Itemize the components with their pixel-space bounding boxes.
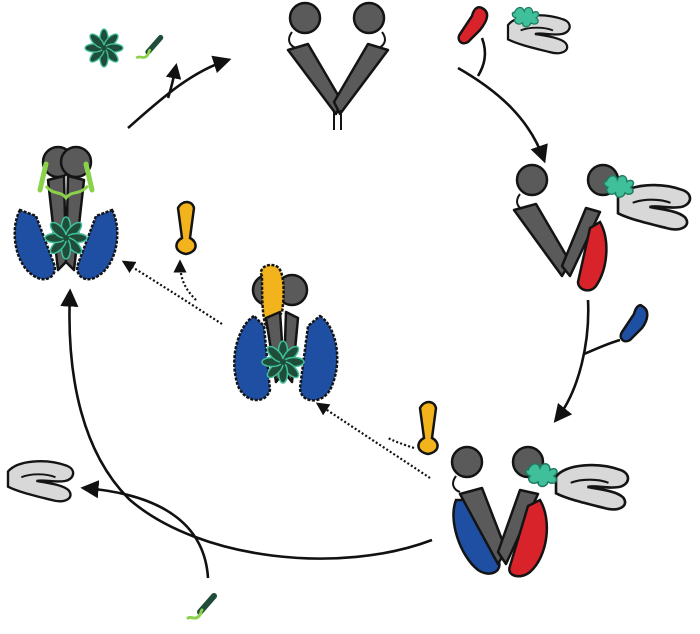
state-red-bound — [512, 163, 692, 292]
released-client-flower — [84, 28, 124, 68]
arrow-cofactor-release — [80, 480, 210, 579]
arrow-open-to-red — [457, 66, 548, 164]
arrow-blue-to-left — [60, 288, 433, 560]
arrow-release-branch — [165, 62, 182, 99]
cycle-arrows — [60, 37, 621, 579]
arrow-yellow-release — [173, 259, 197, 301]
arrow-yellow-input — [387, 437, 415, 450]
arrow-red-to-blue — [553, 299, 590, 423]
incoming-red-factor — [457, 6, 489, 45]
state-red-blue-bound — [450, 445, 630, 578]
state-yellow-blue-client — [233, 263, 339, 402]
incoming-cofactor-with-substrate — [506, 6, 571, 55]
state-blue-client-peptide — [13, 145, 119, 281]
incoming-blue-factor — [619, 304, 649, 343]
incoming-yellow-factor — [417, 400, 439, 456]
released-peptide — [137, 38, 160, 58]
arrow-red-input — [476, 37, 487, 77]
incoming-peptide — [188, 596, 214, 618]
arrow-release-to-open — [127, 55, 232, 129]
arrow-blue-input — [583, 338, 621, 356]
dotted-arrows — [121, 259, 431, 479]
arrow-yellow-to-client — [315, 402, 431, 479]
released-yellow-factor — [175, 200, 197, 256]
state-open-dimer — [286, 1, 390, 130]
arrow-client-to-left — [121, 260, 223, 325]
released-cofactor — [6, 460, 75, 503]
